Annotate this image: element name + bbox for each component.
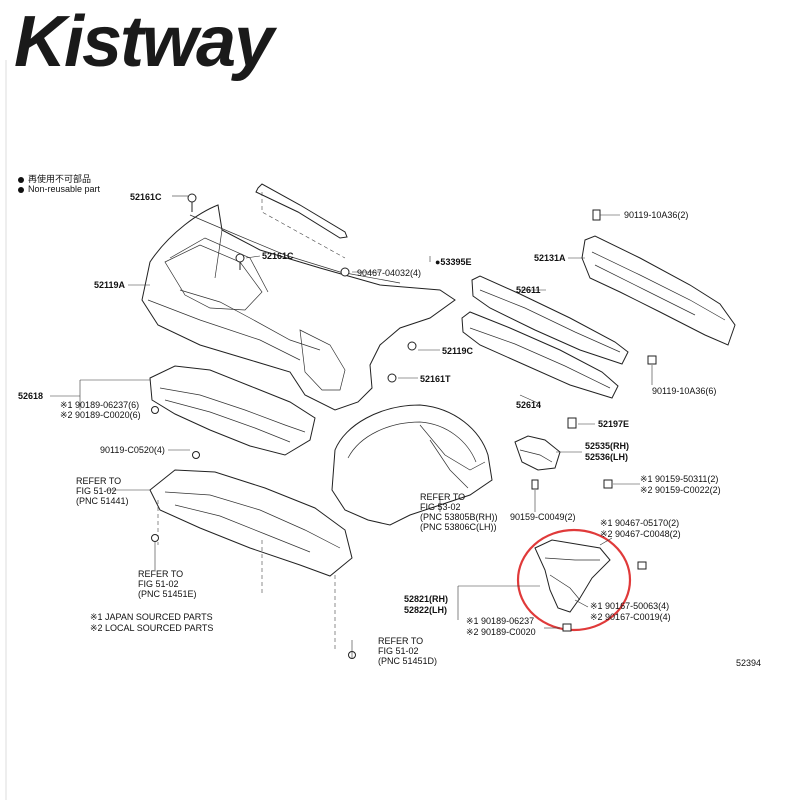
clip-icon xyxy=(187,193,197,203)
label-52197e: 52197E xyxy=(598,419,629,429)
refer1-line2: FIG 51-02 xyxy=(76,486,117,496)
screw-icon xyxy=(531,479,539,490)
upper-molding xyxy=(255,183,348,259)
refer4-line2: FIG 53-02 xyxy=(420,502,461,512)
legend-non-reusable-en: Non-reusable part xyxy=(18,184,100,194)
bumper-cover xyxy=(141,204,456,411)
clip-icon xyxy=(387,373,397,383)
refer3-line2: FIG 51-02 xyxy=(378,646,419,656)
label-52131a: 52131A xyxy=(534,253,566,263)
energy-absorber xyxy=(471,275,629,365)
refer4-line3: (PNC 53805B(RH)) xyxy=(420,512,498,522)
label-90189-06237: ※1 90189-06237 xyxy=(466,616,534,626)
clip-icon xyxy=(567,417,577,429)
label-52611: 52611 xyxy=(516,285,541,295)
legend-non-reusable-cn: 再使用不可部品 xyxy=(18,172,91,185)
lower-bumper-bracket xyxy=(534,539,611,613)
label-90167-c0019: ※2 90167-C0019(4) xyxy=(590,612,671,622)
clip-icon xyxy=(340,267,350,277)
front-spoiler xyxy=(149,365,316,456)
label-90159-c0022: ※2 90159-C0022(2) xyxy=(640,485,721,495)
label-90189-c0020: ※2 90189-C0020 xyxy=(466,627,536,637)
label-52161c-mid: 52161C xyxy=(262,251,294,261)
note-local-sourced: ※2 LOCAL SOURCED PARTS xyxy=(90,623,213,633)
clip-icon xyxy=(192,451,200,459)
label-90189-c0020-6: ※2 90189-C0020(6) xyxy=(60,410,141,420)
refer1-line1: REFER TO xyxy=(76,476,121,486)
highlight-circle xyxy=(516,528,632,632)
label-52161c-top: 52161C xyxy=(130,192,162,202)
refer2-line3: (PNC 51451E) xyxy=(138,589,197,599)
label-52119a: 52119A xyxy=(94,280,126,290)
clip-icon xyxy=(151,534,159,542)
refer4-line4: (PNC 53806C(LH)) xyxy=(420,522,497,532)
label-52161t: 52161T xyxy=(420,374,451,384)
lower-absorber xyxy=(461,311,619,399)
engine-under-cover xyxy=(149,469,353,650)
brand-logo: Kistway xyxy=(14,6,274,78)
label-52119c: 52119C xyxy=(442,346,474,356)
label-90159-c0049: 90159-C0049(2) xyxy=(510,512,576,522)
label-90467-05170: ※1 90467-05170(2) xyxy=(600,518,679,528)
label-52821: 52821(RH) xyxy=(404,594,448,604)
label-90119-10a36-2: 90119-10A36(2) xyxy=(624,210,688,220)
side-retainer-bracket xyxy=(514,435,561,471)
clip-icon xyxy=(235,253,245,263)
bolt-icon xyxy=(592,209,601,221)
refer1-line3: (PNC 51441) xyxy=(76,496,129,506)
clip-icon xyxy=(151,406,159,414)
label-90467-c0048: ※2 90467-C0048(2) xyxy=(600,529,681,539)
bolt-icon xyxy=(647,355,657,365)
brand-logo-text: Kistway xyxy=(14,2,274,82)
label-52822: 52822(LH) xyxy=(404,605,447,615)
clip-icon xyxy=(407,341,417,351)
bolt-icon xyxy=(562,623,572,632)
label-52614: 52614 xyxy=(516,400,541,410)
label-90159-50311: ※1 90159-50311(2) xyxy=(640,474,718,484)
page-code: 52394 xyxy=(736,658,761,668)
bullet-icon xyxy=(18,186,24,193)
label-53395e: ●53395E xyxy=(435,257,471,267)
refer3-line1: REFER TO xyxy=(378,636,423,646)
refer2-line1: REFER TO xyxy=(138,569,183,579)
label-90119-10a36-6: 90119-10A36(6) xyxy=(652,386,716,396)
bolt-icon xyxy=(603,479,613,489)
refer3-line3: (PNC 51451D) xyxy=(378,656,437,666)
label-90467-04032: 90467-04032(4) xyxy=(357,268,421,278)
label-52535: 52535(RH) xyxy=(585,441,629,451)
label-52536: 52536(LH) xyxy=(585,452,628,462)
bumper-reinforcement xyxy=(581,235,736,346)
leader-lines xyxy=(50,195,653,658)
part-labels: 52161C 52161C 52119A 90467-04032(4) ●533… xyxy=(18,192,761,668)
bolt-icon xyxy=(637,561,647,570)
label-90189-06237-6: ※1 90189-06237(6) xyxy=(60,400,139,410)
refer2-line2: FIG 51-02 xyxy=(138,579,179,589)
label-90167-50063: ※1 90167-50063(4) xyxy=(590,601,669,611)
bullet-icon xyxy=(18,176,24,183)
label-90119-c0520: 90119-C0520(4) xyxy=(100,445,165,455)
fender-liner xyxy=(331,404,493,526)
note-japan-sourced: ※1 JAPAN SOURCED PARTS xyxy=(90,612,213,622)
refer4-line1: REFER TO xyxy=(420,492,465,502)
label-52618: 52618 xyxy=(18,391,43,401)
